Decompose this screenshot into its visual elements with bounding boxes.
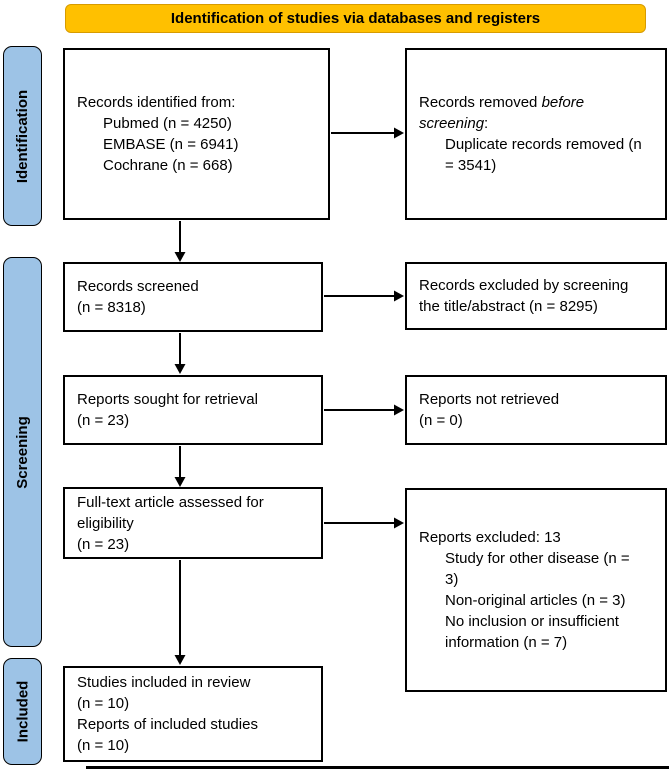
stage-label-included-text: Included xyxy=(14,680,32,743)
stage-label-included: Included xyxy=(3,658,42,765)
box-text-line: Reports excluded: 13 xyxy=(419,529,561,546)
bottom-crop-line xyxy=(86,766,669,769)
box-text-line: Reports not retrieved xyxy=(419,391,560,408)
box-text-line: (n = 8318) xyxy=(77,299,146,316)
box-text-line: Pubmed (n = 4250) xyxy=(103,115,232,132)
stage-label-identification: Identification xyxy=(3,46,42,226)
box-text-line: (n = 0) xyxy=(419,412,463,429)
box-text-line: (n = 23) xyxy=(77,412,130,429)
box-text-line: Records identified from: xyxy=(77,94,236,111)
box-text-line: Non-original articles (n = 3) xyxy=(445,592,626,609)
box-records-removed-before-screening: Records removed before screening: Duplic… xyxy=(405,48,667,220)
box-text-segment: : xyxy=(484,115,489,132)
box-text-line: (n = 10) xyxy=(77,695,130,712)
box-reports-not-retrieved: Reports not retrieved (n = 0) xyxy=(405,375,667,445)
box-text-line: (n = 10) xyxy=(77,737,130,754)
box-records-excluded-by-screening: Records excluded by screening the title/… xyxy=(405,262,667,330)
box-text-line: Records excluded by screening the title/… xyxy=(419,277,629,315)
arrow-screened-to-excluded xyxy=(324,290,404,302)
arrow-sought-to-fulltext xyxy=(174,446,186,487)
box-text-segment-italic: before screening xyxy=(419,94,585,132)
box-text-segment: Records removed xyxy=(419,94,542,111)
stage-label-identification-text: Identification xyxy=(14,89,31,183)
box-text-line: Study for other disease (n = 3) xyxy=(445,550,630,588)
box-studies-included: Studies included in review (n = 10) Repo… xyxy=(63,666,323,762)
box-text-line: Reports of included studies xyxy=(77,716,258,733)
box-text-line: Cochrane (n = 668) xyxy=(103,157,233,174)
arrow-fulltext-to-reports-excluded xyxy=(324,517,404,529)
box-text-line: Reports sought for retrieval xyxy=(77,391,258,408)
arrow-identified-to-screened xyxy=(174,221,186,262)
banner-identification-via-databases: Identification of studies via databases … xyxy=(65,4,646,33)
stage-label-screening: Screening xyxy=(3,257,42,647)
box-text-line: Records removed before screening: xyxy=(419,92,648,134)
banner-label: Identification of studies via databases … xyxy=(170,10,541,27)
box-reports-sought: Reports sought for retrieval (n = 23) xyxy=(63,375,323,445)
arrow-screened-to-sought xyxy=(174,333,186,374)
box-text-line: (n = 23) xyxy=(77,535,130,553)
box-records-screened: Records screened (n = 8318) xyxy=(63,262,323,332)
box-fulltext-assessed: Full-text article assessed for eligibili… xyxy=(63,487,323,559)
box-text-line: Duplicate records removed (n = 3541) xyxy=(445,136,642,174)
box-text-line: EMBASE (n = 6941) xyxy=(103,136,239,153)
arrow-fulltext-to-included xyxy=(174,560,186,665)
stage-label-screening-text: Screening xyxy=(14,415,31,489)
arrow-sought-to-not-retrieved xyxy=(324,404,404,416)
box-reports-excluded: Reports excluded: 13 Study for other dis… xyxy=(405,488,667,692)
box-records-identified: Records identified from: Pubmed (n = 425… xyxy=(63,48,330,220)
box-text-line: Full-text article assessed for eligibili… xyxy=(77,493,264,532)
box-text-line: Records screened xyxy=(77,278,199,295)
box-text-line: Studies included in review xyxy=(77,674,251,691)
arrow-identified-to-removed xyxy=(331,127,404,139)
box-text-line: No inclusion or insufficient information… xyxy=(445,613,619,651)
